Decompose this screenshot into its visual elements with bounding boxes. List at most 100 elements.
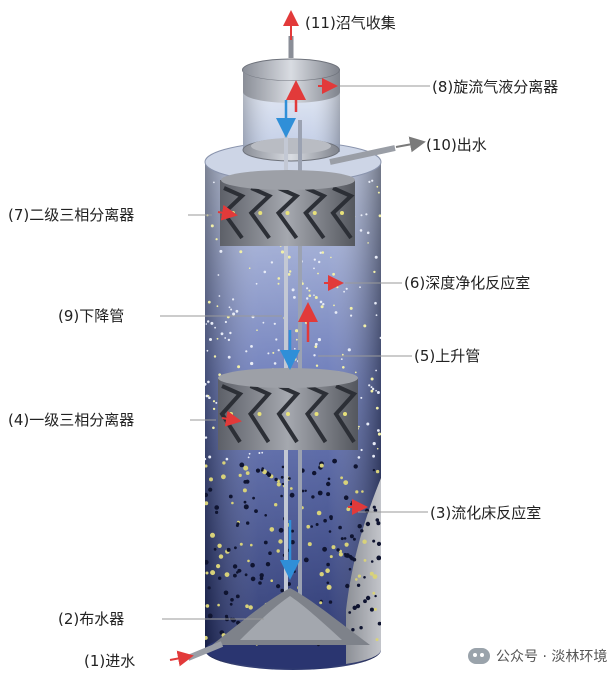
particle bbox=[243, 465, 249, 471]
particle bbox=[360, 529, 364, 533]
particle bbox=[248, 452, 251, 455]
bubble bbox=[286, 412, 290, 416]
particle bbox=[245, 471, 250, 475]
particle bbox=[270, 579, 274, 582]
particle bbox=[250, 345, 253, 348]
particle bbox=[222, 461, 226, 465]
particle bbox=[332, 272, 335, 276]
bubble bbox=[340, 211, 344, 215]
particle bbox=[349, 534, 354, 539]
particle bbox=[216, 564, 221, 569]
particle bbox=[372, 591, 376, 595]
particle bbox=[254, 509, 258, 513]
particle bbox=[232, 312, 236, 316]
particle bbox=[207, 394, 210, 397]
particle bbox=[373, 607, 377, 611]
particle bbox=[259, 576, 264, 581]
particle bbox=[207, 380, 210, 384]
particle bbox=[256, 329, 258, 332]
particle bbox=[374, 594, 377, 598]
particle bbox=[247, 559, 250, 563]
particle bbox=[280, 475, 284, 479]
particle bbox=[376, 447, 379, 450]
particle bbox=[276, 482, 281, 487]
particle bbox=[368, 384, 371, 387]
particle bbox=[228, 306, 231, 309]
particle bbox=[258, 581, 262, 585]
particle bbox=[248, 605, 253, 610]
first-stage-separator bbox=[218, 368, 358, 450]
particle bbox=[363, 559, 367, 562]
particle bbox=[293, 357, 297, 361]
particle bbox=[232, 298, 235, 301]
particle bbox=[328, 530, 332, 533]
particle bbox=[375, 469, 380, 474]
particle bbox=[364, 508, 370, 514]
particle bbox=[248, 267, 251, 270]
particle bbox=[376, 391, 380, 394]
particle bbox=[336, 286, 339, 289]
particle bbox=[215, 401, 218, 404]
particle bbox=[280, 250, 285, 254]
particle bbox=[210, 224, 214, 228]
particle bbox=[345, 287, 348, 290]
particle bbox=[377, 432, 381, 436]
particle bbox=[317, 272, 319, 275]
particle bbox=[341, 353, 344, 356]
label-fluidized-bed-chamber: (3)流化床反应室 bbox=[430, 504, 542, 522]
particle bbox=[355, 578, 358, 581]
particle bbox=[351, 628, 355, 632]
particle bbox=[290, 540, 295, 545]
particle bbox=[217, 603, 220, 607]
particle bbox=[225, 457, 229, 461]
particle bbox=[345, 583, 350, 589]
particle bbox=[207, 320, 210, 323]
particle bbox=[244, 573, 248, 577]
particle bbox=[221, 474, 226, 480]
particle bbox=[367, 242, 369, 244]
particle bbox=[308, 294, 312, 298]
particle bbox=[369, 571, 374, 576]
particle bbox=[226, 547, 231, 552]
particle bbox=[215, 238, 218, 241]
particle bbox=[377, 429, 380, 432]
particle bbox=[217, 543, 222, 548]
bubble bbox=[229, 412, 233, 416]
particle bbox=[224, 572, 230, 577]
particle bbox=[375, 406, 379, 410]
particle bbox=[216, 337, 219, 340]
particle bbox=[239, 250, 243, 254]
outlet-arrow bbox=[395, 136, 426, 153]
label-first-stage-separator: (4)一级三相分离器 bbox=[8, 411, 135, 429]
particle bbox=[331, 545, 336, 550]
particle bbox=[338, 525, 342, 530]
particle bbox=[239, 462, 245, 468]
particle bbox=[372, 574, 378, 579]
particle bbox=[359, 286, 361, 289]
particle bbox=[333, 304, 335, 307]
particle bbox=[332, 458, 337, 464]
particle bbox=[329, 555, 333, 559]
particle bbox=[363, 576, 366, 579]
particle bbox=[205, 323, 208, 325]
label-outlet: (10)出水 bbox=[426, 136, 487, 154]
particle bbox=[361, 490, 364, 493]
separator-fin bbox=[333, 384, 358, 444]
particle bbox=[205, 501, 209, 506]
particle bbox=[354, 371, 357, 374]
particle bbox=[208, 396, 211, 400]
particle bbox=[319, 572, 324, 577]
particle bbox=[320, 305, 324, 309]
bubble bbox=[343, 412, 347, 416]
particle bbox=[339, 549, 342, 553]
separator-fin bbox=[304, 384, 329, 444]
particle bbox=[325, 568, 330, 573]
particle bbox=[218, 576, 222, 580]
particle bbox=[250, 562, 255, 568]
particle bbox=[315, 523, 319, 526]
particle bbox=[245, 350, 248, 353]
particle bbox=[372, 442, 376, 446]
particle bbox=[374, 301, 377, 305]
